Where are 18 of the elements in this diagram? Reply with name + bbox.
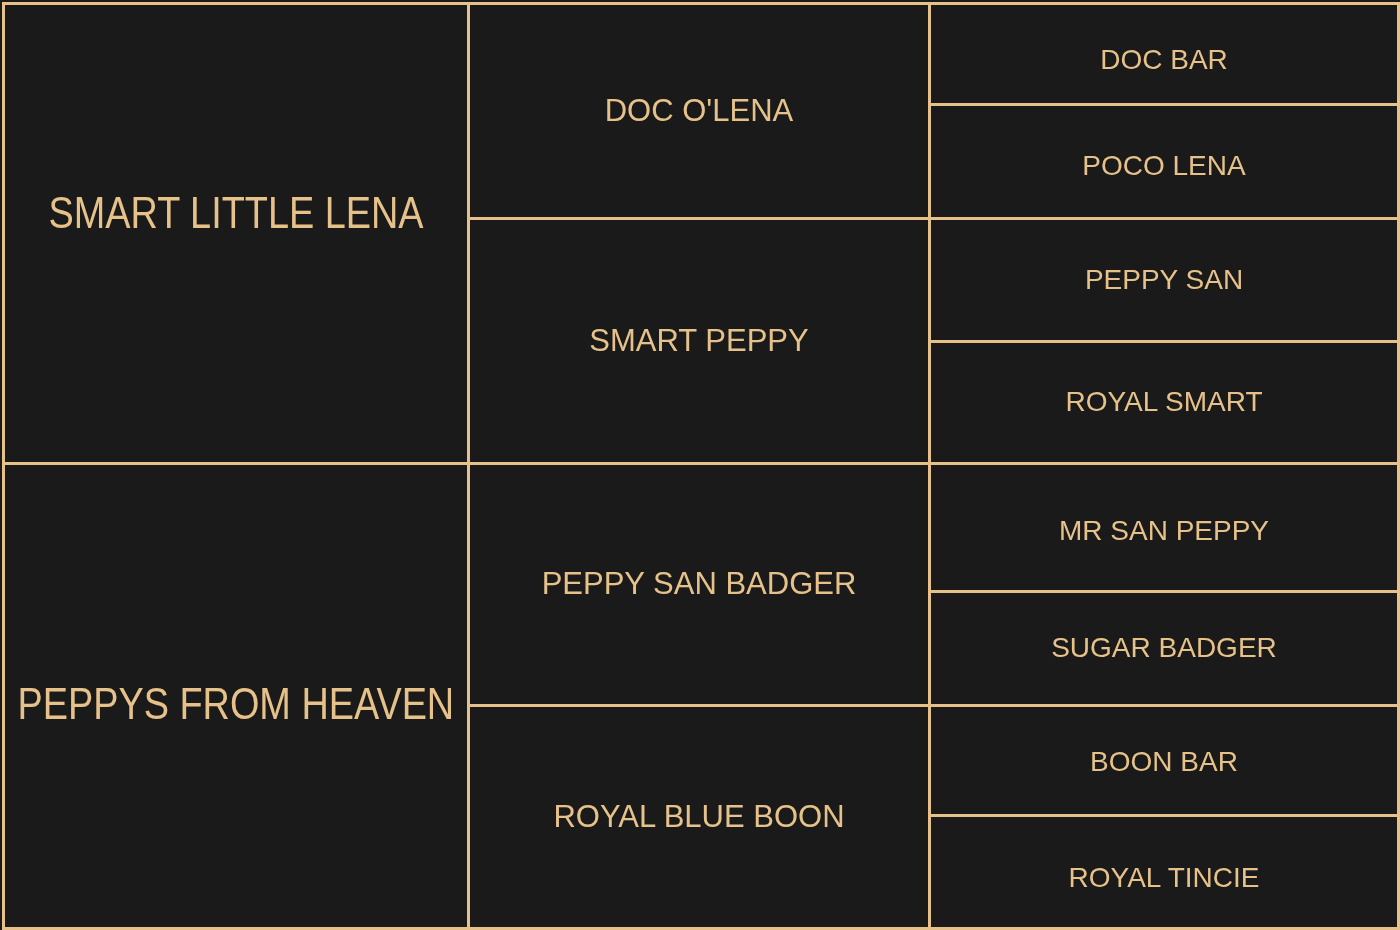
pedigree-cell [2,2,470,465]
horse-name: PEPPY SAN [1084,264,1244,296]
horse-name: PEPPYS FROM HEAVEN [17,679,455,729]
pedigree-cell [928,814,1400,930]
horse-name: ROYAL BLUE BOON [553,799,845,835]
horse-name: POCO LENA [1082,151,1246,182]
pedigree-cell [928,2,1400,106]
horse-name: DOC O'LENA [604,93,794,129]
horse-name: BOON BAR [1090,747,1238,778]
horse-name: MR SAN PEPPY [1058,516,1270,547]
horse-name: ROYAL SMART [1065,387,1263,418]
horse-name: PEPPY SAN BADGER [541,567,857,602]
horse-name: DOC BAR [1100,44,1228,76]
horse-name: ROYAL TINCIE [1068,862,1260,894]
horse-name: SMART LITTLE LENA [48,189,424,238]
horse-name: SUGAR BADGER [1051,633,1277,664]
pedigree-cell [2,462,470,930]
horse-name: SMART PEPPY [589,323,809,359]
